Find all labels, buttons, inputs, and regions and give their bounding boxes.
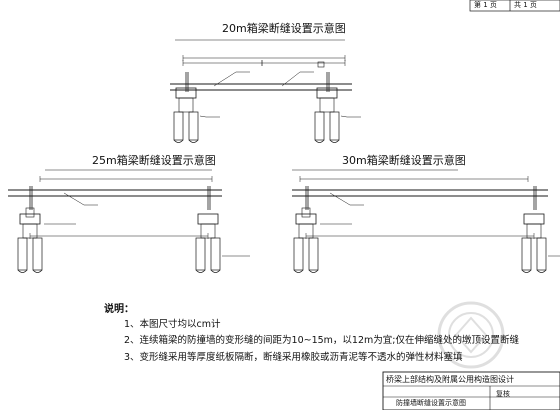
leader-a-30m	[329, 192, 351, 206]
pier-right-30m-pile-left-tip	[521, 269, 532, 273]
title-block-lines	[382, 0, 560, 410]
note-item-1: 1、本图尺寸均以cm计	[124, 319, 221, 330]
leader-b-20m	[281, 71, 301, 87]
diagram-title-20m: 20m箱梁断缝设置示意图	[222, 22, 346, 35]
pier-right-30m-pile-left	[521, 237, 532, 271]
pier-right-25m-cap	[197, 213, 219, 225]
pier-right-30m-pile-right	[536, 237, 547, 271]
pier-left-30m-pile-right-tip	[308, 269, 319, 273]
diagram-25m	[8, 169, 250, 273]
diagram-20m	[170, 39, 361, 143]
leader-c-20m	[199, 115, 207, 118]
pier-left-25m-pile-right-tip	[32, 269, 43, 273]
pier-right-25m-cap-inner	[200, 223, 216, 239]
pier-left-20m-pile-right-tip	[188, 139, 199, 143]
joint-plate-left-30m	[301, 207, 311, 218]
pier-left-30m-pile-right	[308, 237, 319, 271]
pier-left-20m-pile-right	[188, 111, 199, 141]
title-block-frame	[382, 371, 560, 410]
joint-plate-left-25m	[25, 207, 35, 218]
title-block-project: 桥梁上部结构及附属公用构造图设计	[386, 375, 514, 384]
pier-left-30m-cap-inner	[298, 223, 314, 239]
pier-right-25m-pile-right-tip	[210, 269, 221, 273]
pier-right-20m-pile-left-tip	[314, 139, 325, 143]
pier-right-25m-pile-left-tip	[195, 269, 206, 273]
pier-left-30m-pile-left-tip	[293, 269, 304, 273]
diagram-title-25m: 25m箱梁断缝设置示意图	[92, 154, 216, 167]
diagram-title-30m: 30m箱梁断缝设置示意图	[342, 154, 466, 167]
seal-watermark-icon	[437, 301, 505, 369]
pier-right-20m-pile-right-tip	[329, 139, 340, 143]
pier-right-30m-pile-right-tip	[536, 269, 547, 273]
sheet-total: 共 1 页	[514, 1, 537, 9]
notes-heading: 说明：	[104, 304, 134, 315]
pier-left-25m-cap-inner	[22, 223, 38, 239]
sheet-number: 第 1 页	[474, 1, 497, 9]
pier-left-25m-pile-left-tip	[17, 269, 28, 273]
leader-d-20m	[340, 115, 348, 118]
title-block-check-label: 复核	[496, 390, 510, 398]
diagram-30m	[292, 169, 560, 273]
pier-left-25m-pile-left	[17, 237, 28, 271]
pier-left-20m-pile-left	[173, 111, 184, 141]
leader-a-20m	[213, 71, 237, 87]
pier-left-30m-cap	[295, 213, 317, 225]
pier-left-20m-pile-left-tip	[173, 139, 184, 143]
leader-a-25m	[63, 192, 85, 206]
pier-right-20m-cap-inner	[319, 97, 335, 113]
joint-marker-20m	[317, 61, 325, 68]
title-block-drawing-name: 防撞墙断缝设置示意图	[396, 399, 466, 407]
pier-right-20m-pile-left	[314, 111, 325, 141]
note-item-3: 3、变形缝采用等厚度纸板隔断，断缝采用橡胶或沥青泥等不透水的弹性材料塞填	[124, 352, 463, 363]
pier-left-25m-cap	[19, 213, 41, 225]
sheet-box	[469, 0, 560, 12]
pier-right-20m-pile-right	[329, 111, 340, 141]
pier-right-25m-pile-right	[210, 237, 221, 271]
pier-left-25m-pile-right	[32, 237, 43, 271]
pier-left-20m-cap-inner	[178, 97, 194, 113]
pier-left-30m-pile-left	[293, 237, 304, 271]
pier-right-25m-pile-left	[195, 237, 206, 271]
note-item-2: 2、连续箱梁的防撞墙的变形缝的间距为10~15m，以12m为宜;仅在伸缩缝处的墩…	[124, 335, 519, 346]
pier-right-30m-cap-inner	[526, 223, 542, 239]
pier-right-30m-cap	[523, 213, 545, 225]
